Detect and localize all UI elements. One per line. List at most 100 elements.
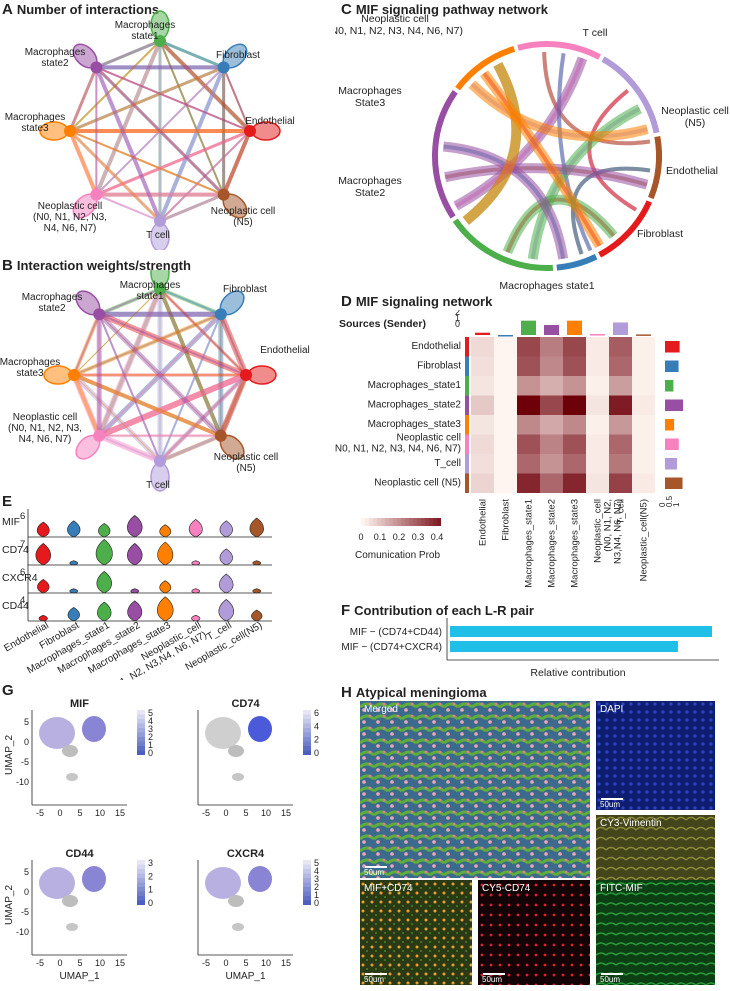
legend-swatch — [389, 518, 393, 526]
umap-title: CXCR4 — [227, 848, 265, 860]
micrograph-fitc-mif: FITC-MIF 50um — [596, 880, 715, 985]
violin-shape — [127, 515, 143, 538]
network-edge — [158, 287, 248, 377]
node-label: Endothelial — [260, 345, 309, 356]
micrograph-cy5-cd74: CY5-CD74 50um — [478, 880, 590, 985]
micrograph-merged: Merged 50um — [360, 701, 590, 878]
umap-legend-swatch — [137, 719, 145, 724]
panel-d-heatmap: Sources (Sender)210EndothelialFibroblast… — [335, 310, 683, 588]
heatmap-cell — [517, 454, 540, 474]
network-edge — [158, 39, 252, 133]
node-label: T cell — [146, 230, 170, 241]
network-edge — [95, 66, 225, 196]
umap-legend-tick: 0 — [314, 898, 319, 908]
network-edge — [158, 39, 252, 133]
heatmap-cell — [586, 434, 609, 454]
sender-tick: 1 — [455, 313, 460, 323]
scale-label: 50um — [600, 975, 621, 984]
heatmap-cell — [632, 376, 655, 396]
violin-shape — [35, 543, 51, 566]
network-edge — [69, 130, 225, 196]
heatmap-cell — [517, 376, 540, 396]
legend-swatch — [369, 518, 373, 526]
row-color-strip — [465, 415, 469, 435]
network-edge — [98, 313, 161, 462]
heatmap-cell — [471, 376, 494, 396]
network-edge — [158, 288, 223, 437]
umap-title: CD44 — [65, 848, 94, 860]
umap-xtick: 10 — [261, 808, 271, 818]
violin-shape — [95, 539, 113, 566]
legend-tick: 0.3 — [412, 532, 425, 542]
umap-xtick: 0 — [57, 958, 62, 968]
umap-xtick: -5 — [36, 808, 44, 818]
umap-xlabel: UMAP_1 — [59, 971, 99, 982]
heatmap-cell — [471, 395, 494, 415]
contribution-bar — [450, 641, 678, 652]
x-axis-label: Relative contribution — [530, 667, 625, 679]
scale-bar — [483, 973, 505, 975]
network-edge — [73, 373, 222, 438]
network-edge — [96, 287, 163, 437]
umap-legend-tick: 2 — [148, 871, 153, 881]
chord-link — [571, 166, 651, 255]
micrograph-mifcd74-texture — [360, 880, 472, 985]
umap-legend-swatch — [137, 737, 145, 742]
network-edge — [159, 288, 247, 376]
network-edge — [73, 313, 222, 376]
chord-link — [557, 53, 593, 252]
receiver-tick: 1 — [672, 502, 681, 507]
network-node — [154, 455, 166, 467]
row-color-strip — [465, 434, 469, 454]
bar-label: MIF − (CD74+CD44) — [350, 627, 442, 638]
umap-legend-swatch — [303, 864, 311, 869]
heatmap-cell — [563, 395, 586, 415]
umap-legend-swatch — [137, 750, 145, 755]
micrograph-fitc-texture — [596, 880, 715, 985]
violin-shape — [219, 520, 233, 538]
network-edge — [158, 373, 248, 463]
network-node — [90, 188, 103, 201]
network-edge — [73, 374, 161, 462]
chord-label: Fibroblast — [637, 228, 683, 240]
umap-xtick: 10 — [261, 958, 271, 968]
legend-swatch — [417, 518, 421, 526]
violin-shape — [98, 523, 111, 538]
heatmap-cell — [540, 356, 563, 376]
umap-ytick: -5 — [21, 757, 29, 767]
chord-arc — [452, 218, 554, 271]
heatmap-cell — [517, 337, 540, 357]
panel-g-title: G — [2, 682, 14, 699]
gene-label: CD74 — [2, 544, 29, 556]
violin-shape — [188, 519, 203, 538]
violin-shape — [252, 588, 262, 594]
self-loop — [247, 365, 277, 385]
legend-swatch — [401, 518, 405, 526]
umap-cluster — [232, 923, 244, 931]
receiver-bar — [665, 341, 680, 353]
heatmap-cell — [517, 473, 540, 493]
legend-swatch — [425, 518, 429, 526]
micrograph-dapi: DAPI 50um — [596, 701, 715, 810]
heatmap-cell — [632, 454, 655, 474]
heatmap-cell — [540, 415, 563, 435]
umap-xtick: 10 — [95, 808, 105, 818]
umap-cluster — [62, 895, 78, 907]
network-node — [214, 308, 227, 321]
heatmap-cell — [563, 356, 586, 376]
heatmap-cell — [609, 415, 632, 435]
network-edge — [69, 40, 161, 132]
umap-legend-swatch — [137, 741, 145, 746]
umap-cluster — [248, 716, 272, 742]
umap-cluster — [82, 866, 106, 892]
chord-arc — [455, 46, 516, 91]
micrograph-label: CY3-Vimentin — [600, 818, 662, 829]
gene-label: CD44 — [2, 600, 29, 612]
umap-ytick: 5 — [24, 717, 29, 727]
heatmap-cell — [540, 337, 563, 357]
